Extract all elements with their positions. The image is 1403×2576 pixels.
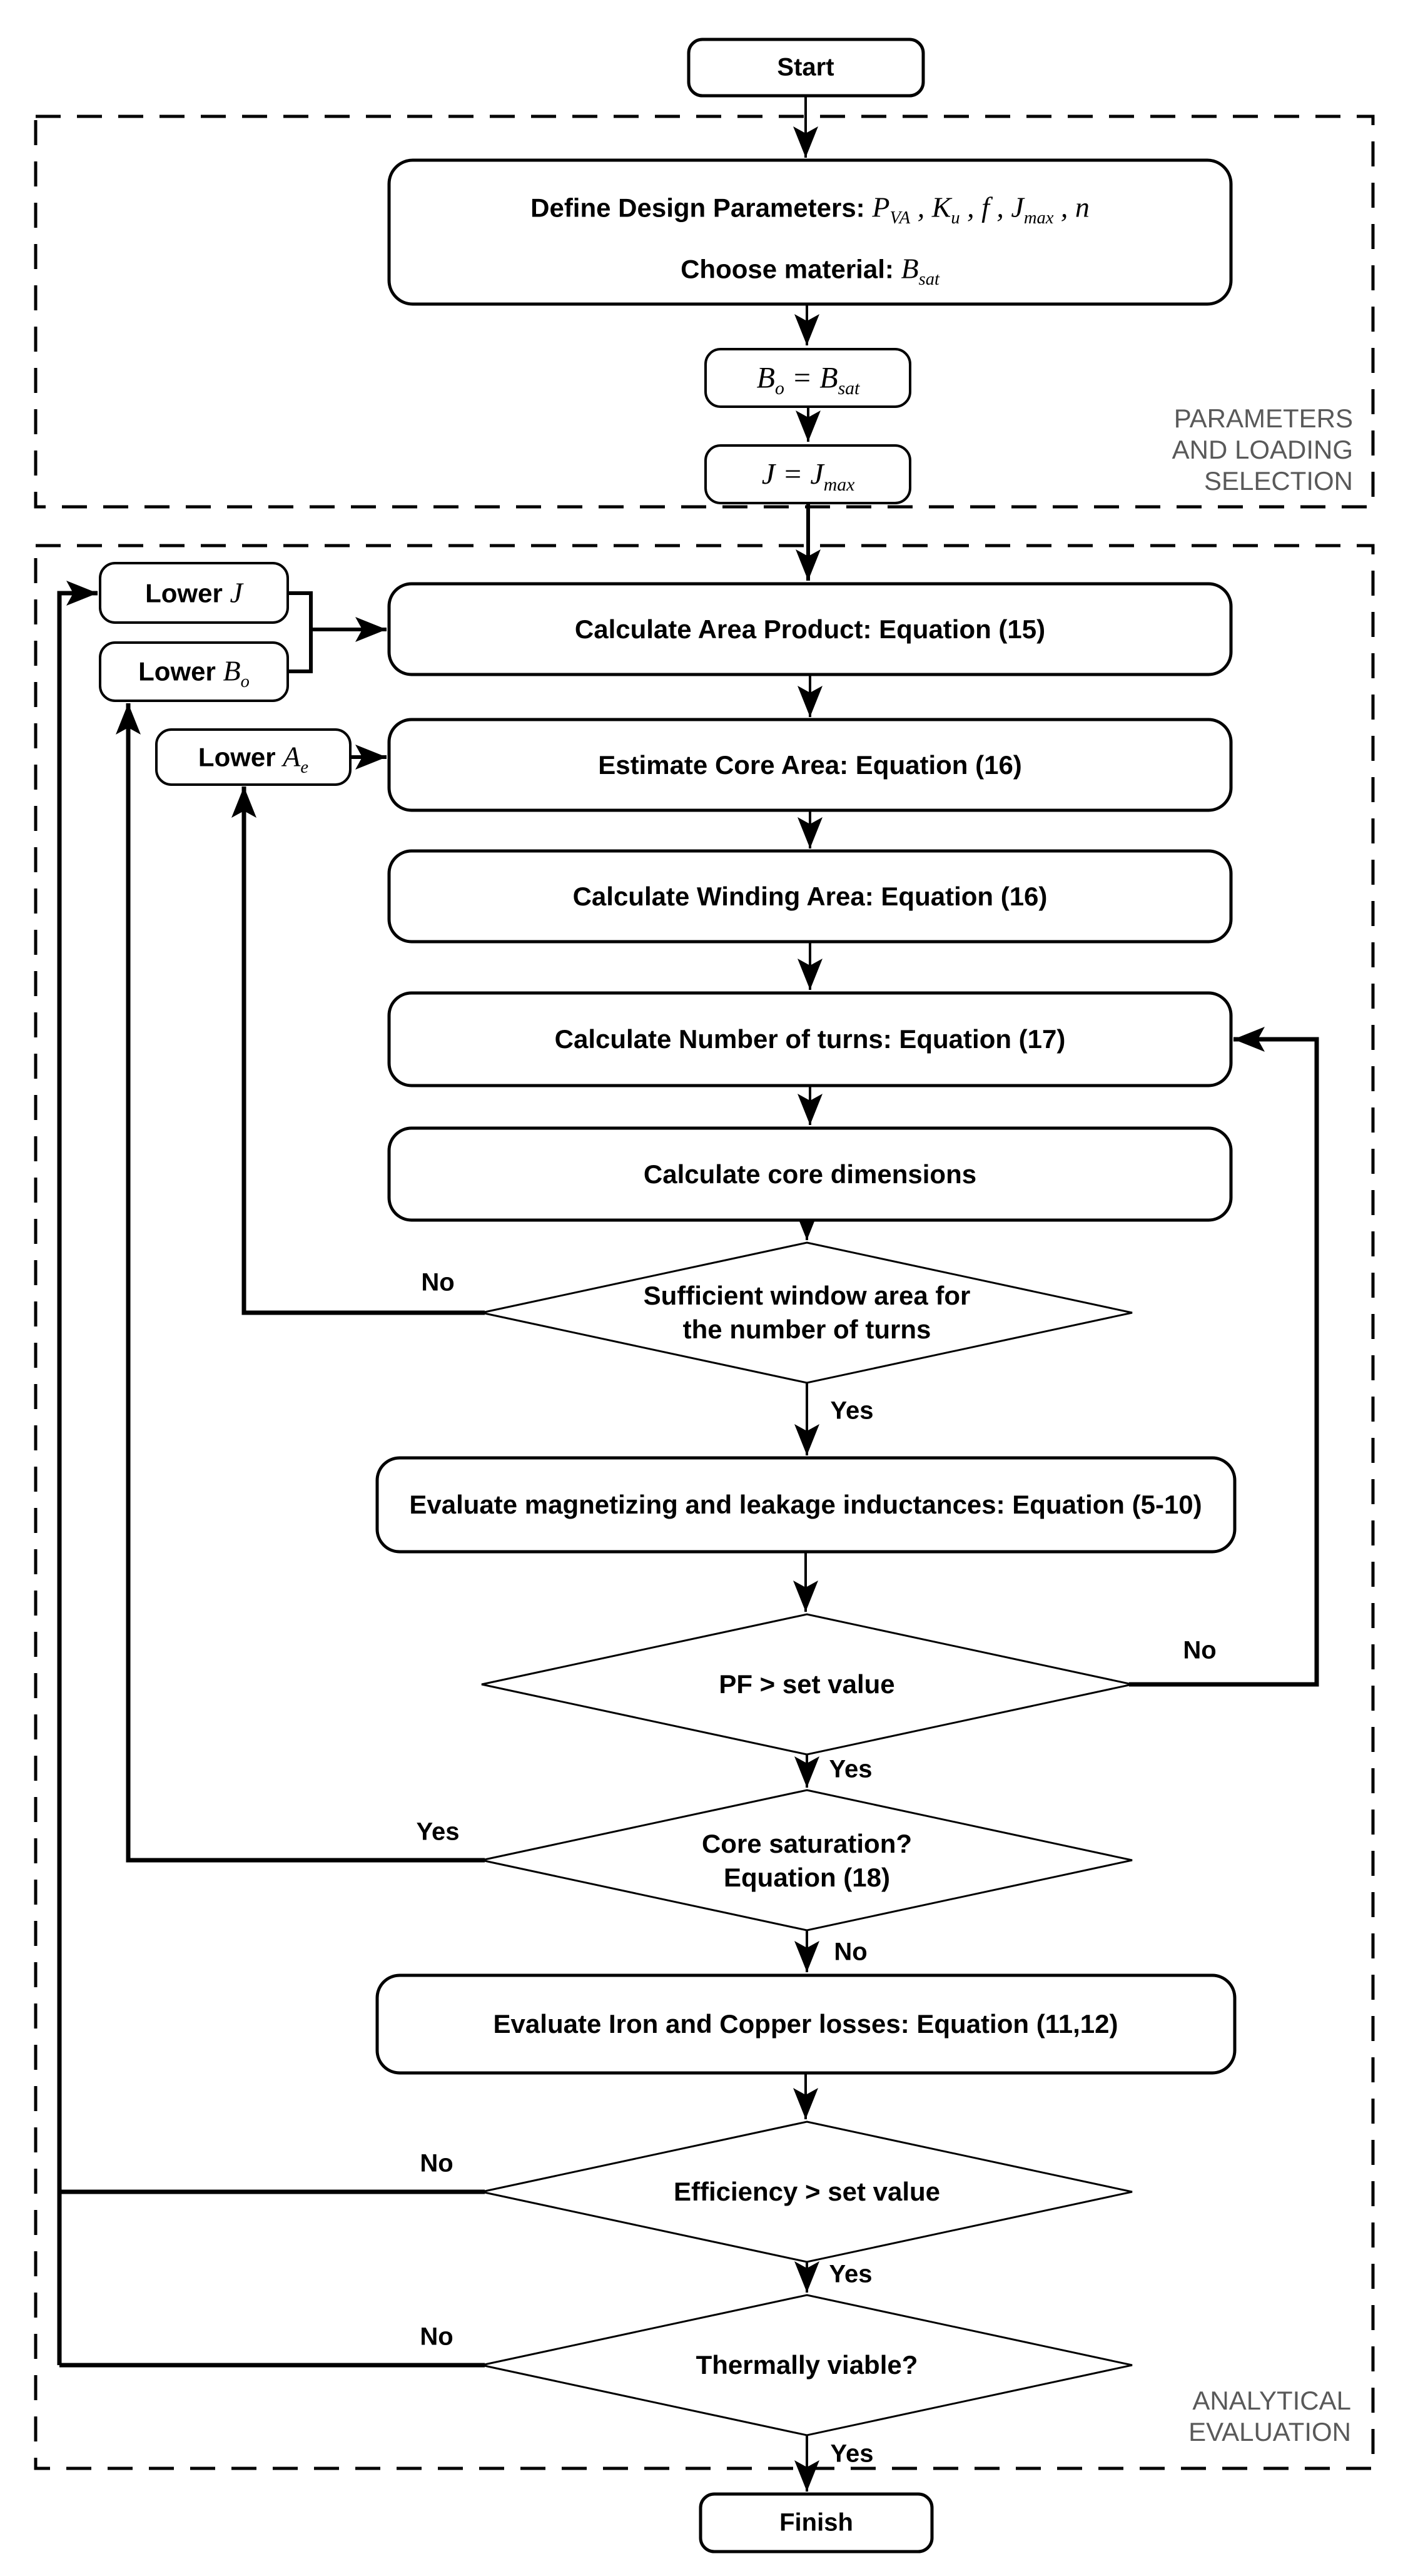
section-label-analytical-line2: EVALUATION — [1188, 2417, 1351, 2446]
edge-label-window-yes: Yes — [830, 1397, 874, 1425]
set-flux-label: Bo = Bsat — [757, 359, 860, 397]
connector-lowerj-lowerbo-merge — [288, 591, 313, 673]
define-parameters-shape — [387, 158, 1233, 306]
define-parameters-line1-math: PVA , Ku , f , Jmax , n — [872, 191, 1090, 228]
edge-label-efficiency-yes: Yes — [829, 2260, 873, 2288]
finish-label: Finish — [779, 2508, 853, 2537]
decision-thermal-shape — [481, 2294, 1133, 2436]
calc-winding-area-label: Calculate Winding Area: Equation (16) — [572, 882, 1048, 912]
decision-window-line1: Sufficient window area for — [643, 1281, 971, 1310]
lower-bo-math: Bo — [223, 654, 250, 691]
dashed-section-parameters — [34, 115, 1375, 509]
lower-bo-text: Lower — [138, 656, 216, 686]
calc-turns-shape — [387, 991, 1233, 1087]
lower-j-text: Lower — [145, 578, 223, 608]
feedback-window-no-to-lower-ae — [231, 787, 485, 1315]
calc-winding-area-shape — [387, 849, 1233, 944]
lower-j-shape — [99, 562, 289, 624]
set-current-shape — [704, 444, 911, 504]
edge-label-pf-yes: Yes — [829, 1755, 873, 1783]
estimate-core-area-label: Estimate Core Area: Equation (16) — [598, 750, 1022, 780]
calc-core-dimensions-label: Calculate core dimensions — [643, 1159, 977, 1189]
lower-ae-text: Lower — [198, 742, 276, 772]
calc-area-product-shape — [387, 582, 1233, 676]
decision-saturation-line2: Equation (18) — [723, 1863, 891, 1892]
define-parameters-line2-text: Choose material: — [681, 254, 894, 284]
edge-label-thermal-no: No — [420, 2323, 453, 2351]
lower-j-label: Lower J — [145, 575, 243, 612]
start-label: Start — [777, 53, 834, 81]
section-label-parameters-line3: SELECTION — [1203, 466, 1353, 496]
edge-label-saturation-no: No — [834, 1938, 868, 1966]
edge-label-pf-no: No — [1183, 1636, 1217, 1664]
decision-pf-label: PF > set value — [719, 1669, 895, 1699]
eval-losses-label: Evaluate Iron and Copper losses: Equatio… — [493, 2009, 1118, 2039]
decision-pf-shape — [481, 1613, 1133, 1756]
calc-core-dimensions-shape — [387, 1126, 1233, 1222]
feedback-pf-no-to-turns — [1129, 1027, 1319, 1687]
edge-label-thermal-yes: Yes — [830, 2440, 874, 2468]
decision-efficiency-label: Efficiency > set value — [673, 2177, 941, 2207]
decision-window-label: Sufficient window area for the number of… — [644, 1279, 971, 1347]
decision-saturation-shape — [481, 1789, 1133, 1932]
lower-bo-label: Lower Bo — [138, 653, 250, 691]
edge-label-saturation-yes: Yes — [416, 1818, 460, 1846]
estimate-core-area-shape — [387, 718, 1233, 812]
start-node-shape — [687, 38, 925, 98]
decision-efficiency-shape — [481, 2120, 1133, 2263]
finish-node-shape — [699, 2492, 934, 2553]
section-label-parameters: PARAMETERS AND LOADING SELECTION — [1172, 403, 1353, 497]
lower-ae-shape — [155, 728, 352, 786]
dashed-section-analytical — [34, 544, 1375, 2470]
edge-label-window-no: No — [421, 1268, 455, 1296]
decision-window-line2: the number of turns — [682, 1315, 931, 1344]
feedback-left-rail-to-lower-j — [57, 581, 98, 2365]
feedback-saturation-yes-to-lower-bo — [116, 703, 485, 1863]
decision-thermal-label: Thermally viable? — [696, 2350, 918, 2380]
section-label-parameters-line2: AND LOADING — [1172, 435, 1353, 464]
decision-saturation-label: Core saturation? Equation (18) — [702, 1827, 912, 1895]
section-label-analytical: ANALYTICAL EVALUATION — [1188, 2385, 1351, 2448]
calc-turns-label: Calculate Number of turns: Equation (17) — [554, 1024, 1066, 1054]
lower-ae-math: Ae — [283, 740, 309, 777]
lower-ae-label: Lower Ae — [198, 739, 308, 776]
set-current-math: J = Jmax — [761, 457, 855, 495]
define-parameters-line2: Choose material: Bsat — [681, 251, 940, 288]
decision-window-shape — [481, 1241, 1133, 1384]
set-current-label: J = Jmax — [761, 455, 855, 495]
set-flux-math: Bo = Bsat — [756, 361, 860, 399]
eval-inductances-label: Evaluate magnetizing and leakage inducta… — [409, 1490, 1202, 1520]
eval-losses-shape — [375, 1973, 1237, 2075]
section-label-analytical-line1: ANALYTICAL — [1192, 2386, 1351, 2415]
define-parameters-line1: Define Design Parameters: PVA , Ku , f ,… — [530, 190, 1090, 227]
eval-inductances-shape — [375, 1456, 1237, 1554]
decision-saturation-line1: Core saturation? — [701, 1829, 913, 1858]
lower-bo-shape — [99, 641, 289, 702]
define-parameters-line2-math: Bsat — [901, 252, 940, 289]
edge-label-efficiency-no: No — [420, 2149, 453, 2177]
calc-area-product-label: Calculate Area Product: Equation (15) — [574, 614, 1046, 644]
set-flux-shape — [704, 348, 911, 408]
define-parameters-line1-text: Define Design Parameters: — [530, 193, 865, 223]
lower-j-math: J — [230, 576, 243, 609]
section-label-parameters-line1: PARAMETERS — [1173, 404, 1353, 433]
